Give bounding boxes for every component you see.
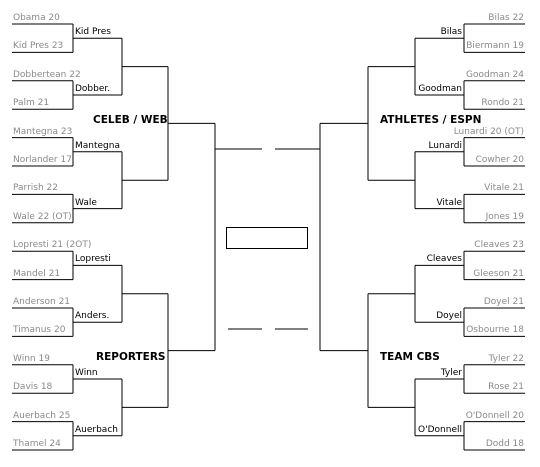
region-label-athletes-espn: ATHLETES / ESPN: [380, 114, 482, 126]
team-entry: Goodman 24: [466, 69, 524, 80]
team-entry: O'Donnell 20: [465, 410, 524, 421]
team-entry: Davis 18: [13, 382, 53, 393]
winner-entry: Tyler: [440, 368, 462, 378]
winner-entry: Mantegna: [75, 140, 120, 151]
team-entry: Cleaves 23: [474, 240, 524, 251]
winner-entry: Wale: [75, 197, 97, 208]
team-entry: Parrish 22: [13, 183, 58, 194]
team-entry: Bilas 22: [488, 13, 524, 23]
team-entry: Mandel 21: [13, 268, 61, 279]
winner-entry: Anders.: [75, 311, 110, 322]
team-entry: Lunardi 20 (OT): [453, 126, 524, 137]
team-entry: Winn 19: [13, 353, 50, 364]
team-entry: Biermann 19: [466, 41, 524, 52]
team-entry: Cowher 20: [475, 155, 524, 165]
winner-entry: O'Donnell: [418, 424, 462, 435]
winner-entry: Kid Pres: [75, 27, 111, 38]
team-entry: Thamel 24: [13, 439, 61, 449]
team-entry: Rose 21: [488, 382, 524, 393]
region-label-team-cbs: TEAM CBS: [380, 351, 440, 363]
team-entry: Kid Pres 23: [13, 41, 64, 52]
team-entry: Dobbertean 22: [13, 69, 81, 80]
winner-entry: Vitale: [436, 197, 462, 208]
team-entry: Dodd 18: [485, 439, 524, 449]
team-entry: Vitale 21: [484, 183, 524, 194]
region-label-celeb-web: CELEB / WEB: [93, 114, 168, 126]
team-entry: Obama 20: [13, 13, 60, 23]
team-entry: Auerbach 25: [13, 410, 71, 421]
team-entry: Doyel 21: [483, 297, 524, 307]
team-entry: Rondo 21: [481, 98, 524, 109]
winner-entry: Doyel: [436, 311, 462, 322]
winner-entry: Dobber.: [75, 84, 111, 94]
team-entry: Lopresti 21 (2OT): [13, 240, 92, 251]
winner-entry: Auerbach: [75, 424, 118, 435]
team-entry: Tyler 22: [488, 353, 524, 364]
team-entry: Jones 19: [485, 211, 524, 222]
winner-entry: Cleaves: [426, 254, 462, 265]
team-entry: Norlander 17: [13, 155, 72, 165]
winner-entry: Winn: [75, 368, 98, 378]
winner-entry: Lunardi: [428, 140, 462, 151]
team-entry: Osbourne 18: [466, 325, 524, 336]
championship-box: [226, 227, 308, 249]
team-entry: Mantegna 23: [13, 126, 73, 137]
team-entry: Anderson 21: [13, 297, 71, 307]
winner-entry: Bilas: [440, 27, 462, 38]
team-entry: Palm 21: [13, 98, 50, 109]
team-entry: Gleeson 21: [473, 268, 524, 279]
winner-entry: Lopresti: [75, 254, 111, 265]
team-entry: Wale 22 (OT): [13, 211, 72, 222]
winner-entry: Goodman: [418, 84, 462, 94]
team-entry: Timanus 20: [13, 325, 66, 336]
region-label-reporters: REPORTERS: [96, 351, 166, 363]
